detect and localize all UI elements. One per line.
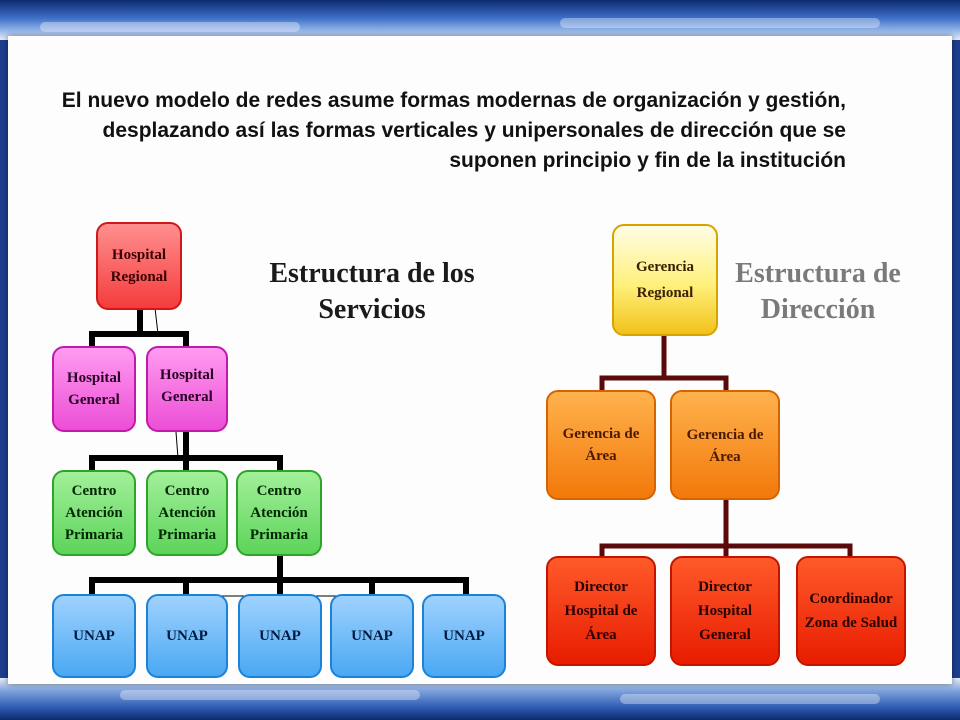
director-hospital-de-area-node: Director Hospital de Área bbox=[546, 556, 656, 666]
unap-node: UNAP bbox=[146, 594, 228, 678]
centro-atencion-primaria-node: Centro Atención Primaria bbox=[52, 470, 136, 556]
centro-atencion-primaria-node: Centro Atención Primaria bbox=[236, 470, 322, 556]
bottom-decorative-band bbox=[0, 678, 960, 720]
unap-node: UNAP bbox=[52, 594, 136, 678]
director-hospital-general-node: Director Hospital General bbox=[670, 556, 780, 666]
coordinador-zona-de-salud-node: Coordinador Zona de Salud bbox=[796, 556, 906, 666]
management-connectors bbox=[599, 333, 853, 559]
unap-node: UNAP bbox=[238, 594, 322, 678]
decorative-streak bbox=[560, 18, 880, 28]
intro-paragraph: El nuevo modelo de redes asume formas mo… bbox=[61, 89, 846, 172]
services-heading: Estructura de los Servicios bbox=[269, 258, 475, 325]
hospital-regional-node: Hospital Regional bbox=[96, 222, 182, 310]
top-decorative-band bbox=[0, 0, 960, 40]
hospital-general-node: Hospital General bbox=[52, 346, 136, 432]
decorative-streak bbox=[120, 690, 420, 700]
unap-node: UNAP bbox=[422, 594, 506, 678]
gerencia-de-area-node: Gerencia de Área bbox=[670, 390, 780, 500]
management-heading: Estructura de Dirección bbox=[735, 258, 901, 325]
hospital-general-node: Hospital General bbox=[146, 346, 228, 432]
unap-node: UNAP bbox=[330, 594, 414, 678]
decorative-streak bbox=[40, 22, 300, 32]
decorative-streak bbox=[620, 694, 880, 704]
gerencia-de-area-node: Gerencia de Área bbox=[546, 390, 656, 500]
centro-atencion-primaria-node: Centro Atención Primaria bbox=[146, 470, 228, 556]
gerencia-regional-node: Gerencia Regional bbox=[612, 224, 718, 336]
services-connectors bbox=[89, 305, 469, 597]
